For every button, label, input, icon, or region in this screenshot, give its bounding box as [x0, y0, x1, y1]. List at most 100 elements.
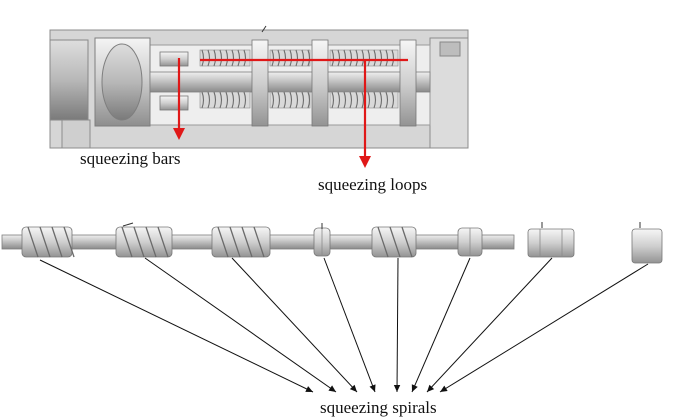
coil-turn — [225, 49, 229, 67]
coil-turn — [231, 91, 235, 109]
spiral-leader-arrowhead — [305, 386, 313, 392]
coil-turn — [373, 91, 377, 109]
housing-right-cap — [439, 41, 461, 57]
coil-turn — [331, 91, 335, 109]
coil-turn — [301, 49, 305, 67]
bars-pointer-arrowhead — [173, 128, 185, 140]
detached-sleeve — [527, 228, 575, 258]
spiral-flight — [401, 226, 413, 258]
coil-turn — [243, 49, 247, 67]
coil-turn — [379, 49, 383, 67]
coil-turn — [373, 49, 377, 67]
spiral-leader-line — [323, 257, 376, 393]
spiral-leader-line — [439, 263, 649, 393]
coil-turn — [295, 91, 299, 109]
coil-turn — [337, 49, 341, 67]
coil-band — [199, 49, 251, 67]
spiral-leader-arrowhead — [349, 384, 357, 392]
coil-turn — [271, 91, 275, 109]
detached-sleeve-end — [631, 228, 663, 264]
coil-turn — [307, 49, 311, 67]
coil-turn — [379, 91, 383, 109]
inlet-roller-face — [101, 43, 143, 121]
spiral-leader-arrowhead — [393, 384, 401, 392]
squeezing-bar-plate — [159, 95, 189, 111]
divider-collar — [311, 39, 329, 127]
spiral-flight — [145, 226, 157, 258]
coil-turn — [237, 91, 241, 109]
coil-band — [199, 91, 251, 109]
label-squeezing-spirals: squeezing spirals — [320, 398, 437, 417]
divider-collar — [251, 39, 269, 127]
spiral-flight — [39, 226, 51, 258]
top-mark — [261, 25, 267, 33]
coil-turn — [367, 49, 371, 67]
coil-turn — [295, 49, 299, 67]
spiral-leader-line — [411, 257, 471, 393]
coil-turn — [301, 91, 305, 109]
coil-turn — [361, 49, 365, 67]
tick-mark — [122, 222, 134, 227]
spiral-flight — [51, 226, 63, 258]
coil-turn — [237, 49, 241, 67]
coil-turn — [201, 49, 205, 67]
loops-pointer-arrowhead — [359, 156, 371, 168]
squeezing-loop-coils — [199, 49, 399, 109]
spiral-leader-line — [396, 257, 399, 393]
spiral-leader-line — [426, 257, 553, 393]
coil-turn — [367, 91, 371, 109]
coil-turn — [331, 49, 335, 67]
spiral-leader-line — [231, 257, 358, 393]
spiral-leader-arrowhead — [369, 384, 376, 392]
coil-turn — [219, 91, 223, 109]
squeezing-spiral-elements — [21, 226, 483, 258]
spiral-leader-arrowhead — [427, 384, 435, 392]
spiral-leader-lines — [39, 257, 649, 393]
spiral-flight — [389, 226, 401, 258]
coil-turn — [307, 91, 311, 109]
coil-turn — [283, 49, 287, 67]
coil-turn — [277, 91, 281, 109]
coil-turn — [201, 91, 205, 109]
spiral-leader-line — [39, 259, 314, 393]
spiral-flight — [63, 226, 75, 258]
spiral-flight — [241, 226, 253, 258]
coil-turn — [289, 49, 293, 67]
coil-turn — [349, 91, 353, 109]
coil-turn — [349, 49, 353, 67]
inner-shaft — [149, 71, 431, 93]
spiral-flight — [121, 226, 133, 258]
spiral-flight — [253, 226, 265, 258]
coil-turn — [213, 91, 217, 109]
coil-turn — [391, 49, 395, 67]
spiral-leader-line — [144, 257, 337, 393]
coil-turn — [231, 49, 235, 67]
spiral-leader-arrowhead — [328, 385, 336, 392]
coil-turn — [343, 49, 347, 67]
coil-turn — [213, 49, 217, 67]
coil-turn — [385, 49, 389, 67]
coil-turn — [283, 91, 287, 109]
spiral-flight — [27, 226, 39, 258]
coil-turn — [361, 91, 365, 109]
coil-turn — [355, 91, 359, 109]
coil-turn — [271, 49, 275, 67]
housing-left-flange — [49, 39, 89, 121]
spiral-leader-arrowhead — [440, 385, 448, 392]
housing-left-foot — [61, 119, 91, 149]
coil-turn — [207, 49, 211, 67]
spiral-flight — [229, 226, 241, 258]
squeezing-bar-plate — [159, 51, 189, 67]
coil-turn — [243, 91, 247, 109]
spiral-shaft-view — [1, 222, 663, 393]
label-squeezing-loops: squeezing loops — [318, 175, 428, 194]
spiral-element — [371, 226, 417, 258]
spiral-flight — [377, 226, 389, 258]
spiral-leader-arrowhead — [411, 384, 418, 392]
coil-turn — [277, 49, 281, 67]
coil-turn — [337, 91, 341, 109]
label-squeezing-bars: squeezing bars — [80, 149, 181, 168]
coil-turn — [385, 91, 389, 109]
coil-turn — [355, 49, 359, 67]
